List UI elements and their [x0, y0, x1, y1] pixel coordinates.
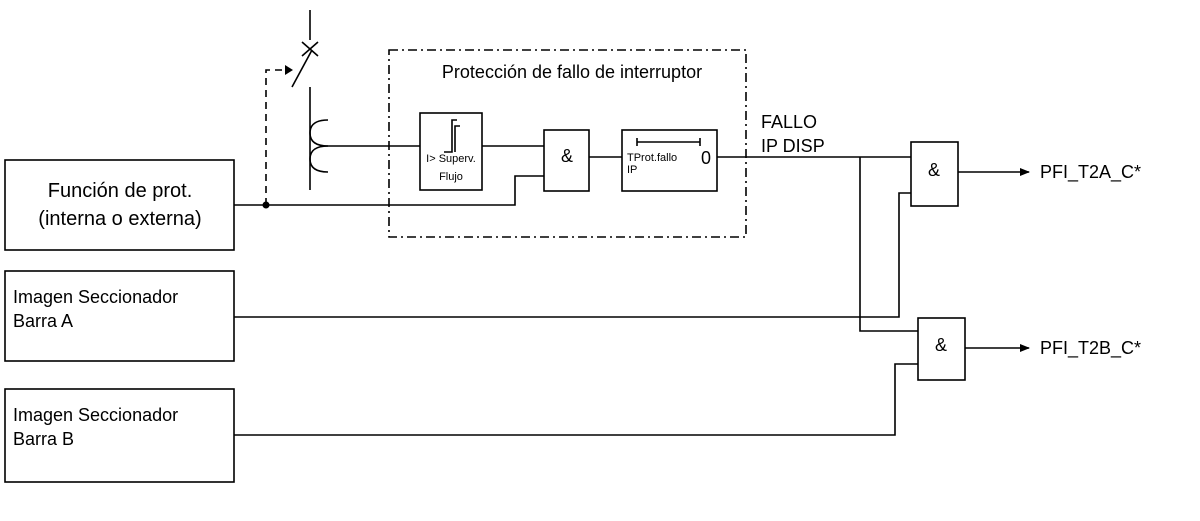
current-transformer-icon [309, 119, 329, 173]
protection-function-sublabel: (interna o externa) [38, 208, 201, 230]
current-supervision-label: I> Superv. [426, 153, 476, 165]
threshold-icon [444, 119, 460, 153]
busbar-a-image-block: Imagen Seccionador Barra A [4, 270, 235, 362]
busbar-a-sublabel: Barra A [13, 311, 73, 331]
signal-label-line1: FALLO [761, 112, 817, 132]
and-gate-b-symbol: & [935, 335, 947, 355]
internal-and-symbol: & [561, 146, 573, 166]
protection-function-label: Función de prot. [48, 180, 193, 202]
breaker-failure-title: Protección de fallo de interruptor [442, 62, 702, 82]
and-gate-b: & [917, 317, 966, 381]
timer-label: TProt.fallo [627, 152, 677, 164]
current-supervision-sublabel: Flujo [439, 171, 463, 183]
output-a-label: PFI_T2A_C* [1040, 162, 1141, 183]
protection-function-block: Función de prot. (interna o externa) [4, 159, 235, 251]
timer-output-label: 0 [701, 148, 711, 168]
junction-dot [262, 201, 270, 209]
current-supervision-block: I> Superv. Flujo [419, 112, 483, 191]
and-gate-a-symbol: & [928, 160, 940, 180]
and-gate-a: & [910, 141, 959, 207]
output-b-label: PFI_T2B_C* [1040, 338, 1141, 359]
busbar-b-sublabel: Barra B [13, 429, 74, 449]
trip-command-dashed-line [265, 65, 293, 205]
timer-sublabel: IP [627, 164, 637, 176]
busbar-b-image-block: Imagen Seccionador Barra B [4, 388, 235, 483]
circuit-breaker-icon [291, 10, 319, 190]
signal-wires [234, 145, 1030, 436]
signal-label-line2: IP DISP [761, 136, 825, 156]
timer-block: TProt.fallo IP 0 [621, 129, 718, 192]
breaker-failure-protection-group: Protección de fallo de interruptor [388, 49, 747, 238]
busbar-b-label: Imagen Seccionador [13, 405, 178, 425]
internal-and-gate: & [543, 129, 590, 192]
busbar-a-label: Imagen Seccionador [13, 287, 178, 307]
